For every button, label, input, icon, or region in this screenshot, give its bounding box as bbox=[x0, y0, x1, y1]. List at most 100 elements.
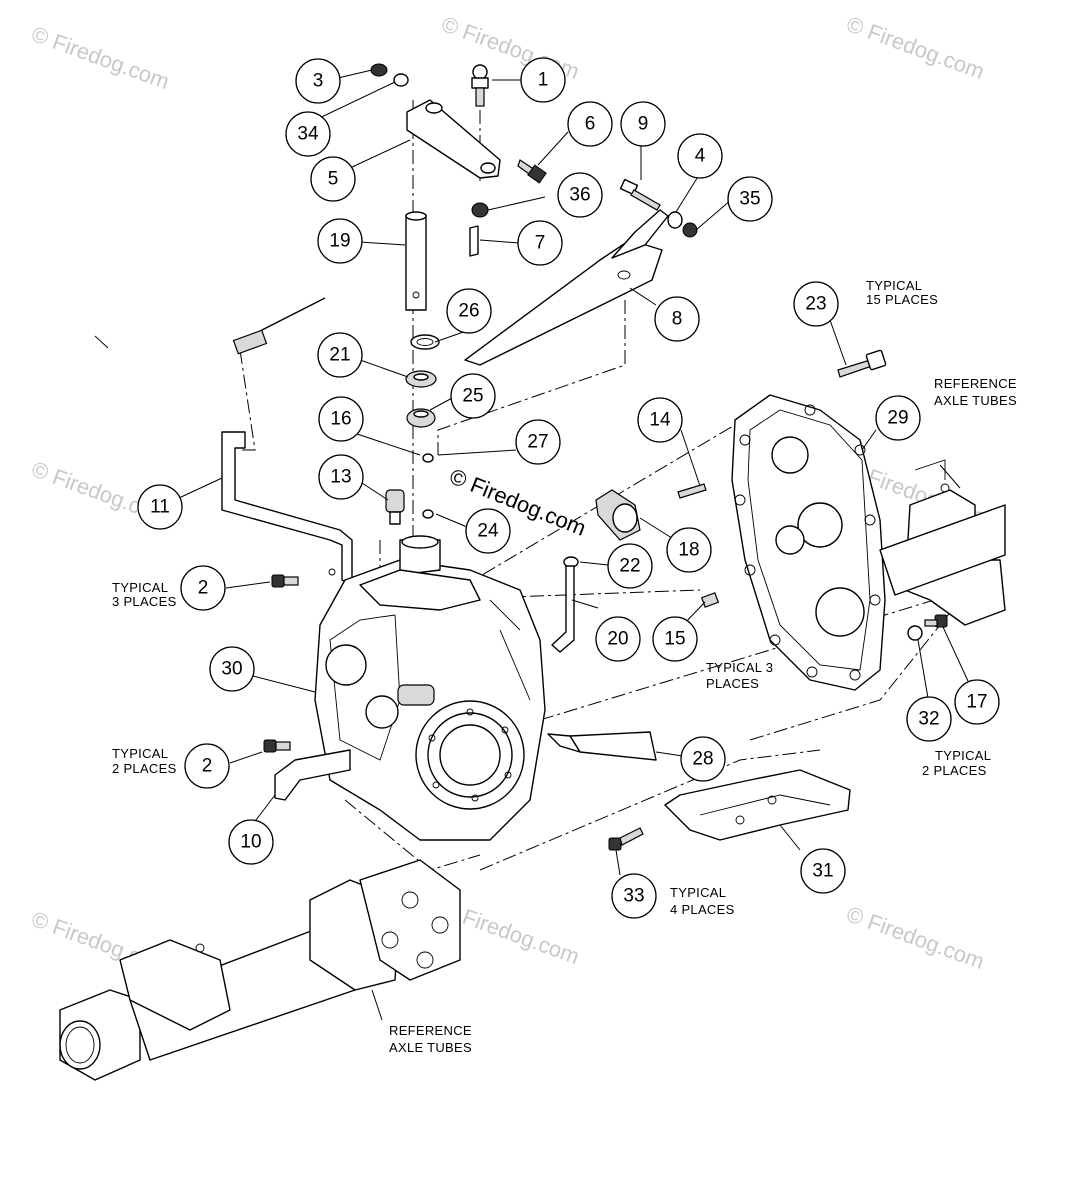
svg-text:25: 25 bbox=[462, 386, 483, 407]
bolt-9 bbox=[619, 178, 661, 211]
shift-shaft bbox=[405, 211, 427, 311]
svg-text:17: 17 bbox=[966, 692, 987, 713]
shaft-rings bbox=[405, 334, 440, 428]
callout-14: 14 bbox=[637, 397, 683, 443]
sealant-tube bbox=[547, 731, 657, 761]
washer-and-nut bbox=[667, 211, 698, 238]
callout-25: 25 bbox=[450, 373, 496, 419]
bolt-17 bbox=[924, 614, 948, 628]
note-typical-2-right: TYPICAL 2 PLACES bbox=[922, 748, 991, 778]
note-typical-3-mid: TYPICAL 3 PLACES bbox=[706, 660, 773, 691]
callout-15: 15 bbox=[652, 616, 698, 662]
svg-text:36: 36 bbox=[569, 185, 590, 206]
callout-17: 17 bbox=[954, 679, 1000, 725]
lock-nut bbox=[471, 202, 489, 218]
svg-text:19: 19 bbox=[329, 231, 350, 252]
callout-26: 26 bbox=[446, 288, 492, 334]
detent-shaft bbox=[551, 565, 575, 653]
woodruff-key bbox=[469, 225, 479, 257]
svg-text:5: 5 bbox=[328, 169, 339, 190]
callout-31: 31 bbox=[800, 848, 846, 894]
svg-text:6: 6 bbox=[585, 114, 596, 135]
svg-text:21: 21 bbox=[329, 345, 350, 366]
note-typical-15: TYPICAL 15 PLACES bbox=[866, 278, 938, 307]
svg-text:TYPICAL 3: TYPICAL 3 bbox=[706, 660, 773, 675]
transaxle-housing bbox=[314, 535, 546, 841]
svg-text:AXLE TUBES: AXLE TUBES bbox=[934, 393, 1017, 408]
callout-2: 2 bbox=[184, 743, 230, 789]
callout-1: 1 bbox=[520, 57, 566, 103]
svg-text:32: 32 bbox=[918, 709, 939, 730]
callout-13: 13 bbox=[318, 454, 364, 500]
svg-text:2 PLACES: 2 PLACES bbox=[922, 763, 987, 778]
ball-stud bbox=[471, 64, 489, 107]
svg-text:11: 11 bbox=[150, 497, 170, 518]
svg-text:3: 3 bbox=[313, 71, 324, 92]
transaxle-cover bbox=[731, 394, 886, 691]
bolt-33 bbox=[608, 827, 644, 851]
watermark-text: © Firedog.com bbox=[28, 21, 172, 94]
callout-19: 19 bbox=[317, 218, 363, 264]
svg-text:3 PLACES: 3 PLACES bbox=[112, 594, 177, 609]
small-ring bbox=[422, 453, 434, 463]
svg-text:2: 2 bbox=[198, 578, 209, 599]
callout-23: 23 bbox=[793, 281, 839, 327]
mount-bracket bbox=[274, 749, 351, 801]
shift-cable bbox=[94, 297, 326, 379]
svg-text:7: 7 bbox=[535, 233, 546, 254]
svg-text:REFERENCE: REFERENCE bbox=[389, 1023, 472, 1038]
svg-text:TYPICAL: TYPICAL bbox=[670, 885, 726, 900]
callout-4: 4 bbox=[677, 133, 723, 179]
svg-text:23: 23 bbox=[805, 294, 826, 315]
bolt bbox=[517, 159, 547, 184]
svg-text:35: 35 bbox=[739, 189, 760, 210]
cover-bolt bbox=[837, 349, 887, 378]
skid-plate bbox=[664, 769, 851, 841]
svg-text:15 PLACES: 15 PLACES bbox=[866, 292, 938, 307]
left-axle-tube bbox=[59, 859, 461, 1081]
svg-text:14: 14 bbox=[649, 410, 671, 431]
svg-text:29: 29 bbox=[887, 408, 908, 429]
svg-text:33: 33 bbox=[623, 886, 644, 907]
svg-text:34: 34 bbox=[297, 124, 319, 145]
shift-arm-plate bbox=[464, 209, 669, 366]
svg-text:8: 8 bbox=[672, 309, 683, 330]
svg-text:15: 15 bbox=[664, 629, 685, 650]
svg-text:26: 26 bbox=[458, 301, 479, 322]
note-reference-axle-right: REFERENCE AXLE TUBES bbox=[934, 376, 1017, 408]
washer-32 bbox=[907, 625, 923, 641]
callout-3: 3 bbox=[295, 58, 341, 104]
svg-text:TYPICAL: TYPICAL bbox=[112, 580, 168, 595]
callout-11: 11 bbox=[137, 484, 183, 530]
svg-text:22: 22 bbox=[619, 556, 640, 577]
note-typical-3-left: TYPICAL 3 PLACES bbox=[112, 580, 177, 609]
svg-text:4 PLACES: 4 PLACES bbox=[670, 902, 735, 917]
callout-6: 6 bbox=[567, 101, 613, 147]
svg-text:TYPICAL: TYPICAL bbox=[935, 748, 991, 763]
callout-34: 34 bbox=[285, 111, 331, 157]
small-ring bbox=[422, 509, 434, 519]
callout-16: 16 bbox=[318, 396, 364, 442]
cable-bracket bbox=[221, 431, 353, 586]
note-reference-axle-bottom: REFERENCE AXLE TUBES bbox=[389, 1023, 472, 1055]
svg-text:18: 18 bbox=[678, 540, 699, 561]
roll-pin bbox=[677, 483, 707, 499]
callout-36: 36 bbox=[557, 172, 603, 218]
callout-18: 18 bbox=[666, 527, 712, 573]
svg-text:9: 9 bbox=[638, 114, 649, 135]
callout-20: 20 bbox=[595, 616, 641, 662]
svg-text:20: 20 bbox=[607, 629, 628, 650]
right-axle-tube bbox=[879, 459, 1006, 626]
hex-bolt bbox=[271, 574, 299, 588]
note-typical-2-left: TYPICAL 2 PLACES bbox=[112, 746, 176, 776]
hex-bolt bbox=[263, 739, 291, 753]
svg-text:28: 28 bbox=[692, 749, 713, 770]
watermark-text: © Firedog.com bbox=[843, 901, 987, 974]
svg-text:2: 2 bbox=[202, 756, 213, 777]
callout-33: 33 bbox=[611, 873, 657, 919]
svg-text:31: 31 bbox=[812, 861, 833, 882]
svg-text:4: 4 bbox=[695, 146, 706, 167]
nut-and-washer bbox=[370, 63, 409, 87]
svg-text:AXLE TUBES: AXLE TUBES bbox=[389, 1040, 472, 1055]
svg-text:PLACES: PLACES bbox=[706, 676, 759, 691]
